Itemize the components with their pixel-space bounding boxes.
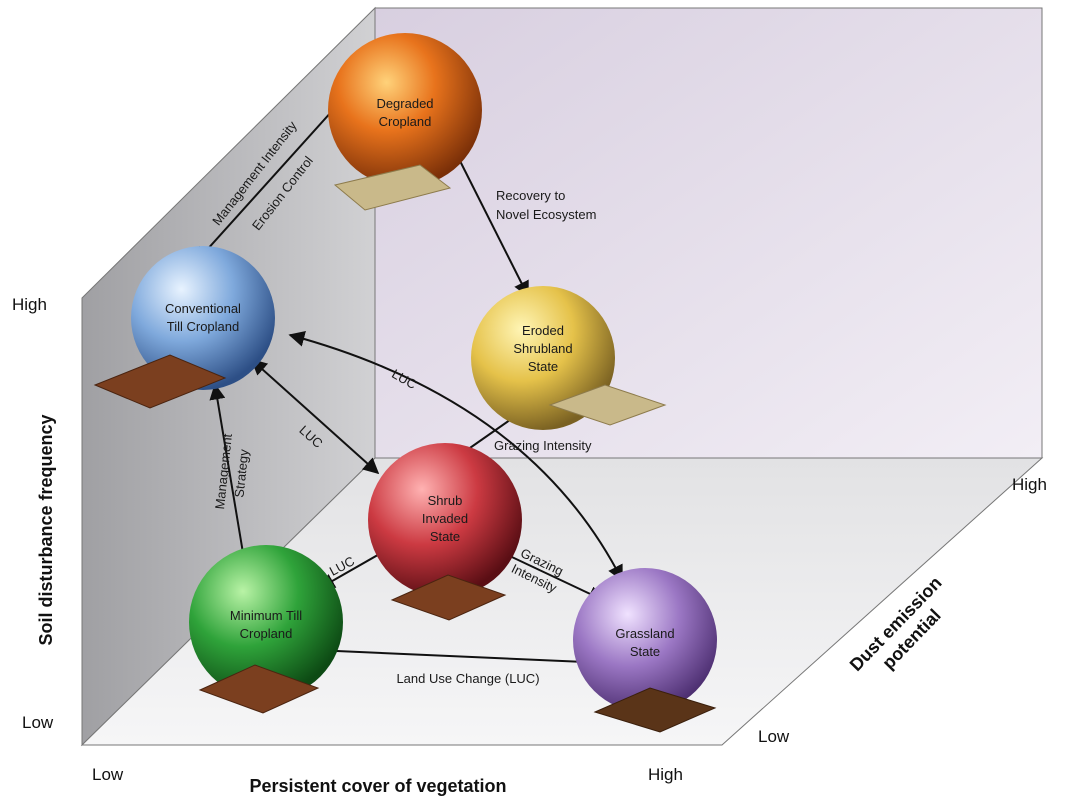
svg-text:Strategy: Strategy: [231, 448, 251, 498]
arrow-shrub-grassland: [495, 548, 605, 602]
x-axis-label: Persistent cover of vegetation: [249, 776, 506, 796]
shrubland-tile-icon: [548, 384, 667, 426]
svg-text:Shrubland: Shrubland: [513, 341, 572, 356]
shrub-tile-icon: [390, 574, 507, 621]
arrow-degraded-eroded: [455, 152, 529, 298]
svg-text:Invaded: Invaded: [422, 511, 468, 526]
svg-text:Eroded: Eroded: [522, 323, 564, 338]
back-wall: [374, 7, 1043, 459]
cropland-tile-icon: [333, 164, 452, 211]
x-axis-high-tick: High: [648, 765, 683, 784]
x-axis-low-tick: Low: [92, 765, 124, 784]
y-axis-high-tick: High: [12, 295, 47, 314]
state-conventional-till-cropland: Conventional Till Cropland: [93, 246, 275, 409]
label-land-use-change: Land Use Change (LUC): [396, 671, 539, 686]
cropland-tile-icon: [198, 664, 320, 714]
y-axis-low-tick: Low: [22, 713, 54, 732]
svg-text:Shrub: Shrub: [428, 493, 463, 508]
arrow-minimum-grassland: [312, 642, 610, 671]
svg-text:State: State: [630, 644, 660, 659]
svg-text:Cropland: Cropland: [240, 626, 293, 641]
state-grassland: Grassland State: [573, 568, 717, 733]
state-eroded-shrubland: Eroded Shrubland State: [471, 286, 667, 430]
svg-text:Cropland: Cropland: [379, 114, 432, 129]
arrow-conventional-minimum: [209, 383, 251, 567]
label-recovery-1: Recovery to: [496, 188, 565, 203]
z-axis-high-tick: High: [1012, 475, 1047, 494]
state-shrub-invaded: Shrub Invaded State: [368, 443, 522, 621]
state-minimum-till-cropland: Minimum Till Cropland: [189, 545, 343, 714]
state-degraded-cropland: Degraded Cropland: [328, 33, 482, 211]
svg-text:Minimum Till: Minimum Till: [230, 608, 302, 623]
svg-text:State: State: [430, 529, 460, 544]
svg-text:Till Cropland: Till Cropland: [167, 319, 240, 334]
cropland-tile-icon: [93, 354, 227, 409]
svg-text:State: State: [528, 359, 558, 374]
y-axis-label: Soil disturbance frequency: [36, 414, 56, 645]
z-axis-low-tick: Low: [758, 727, 790, 746]
svg-text:Conventional: Conventional: [165, 301, 241, 316]
svg-text:Grassland: Grassland: [615, 626, 674, 641]
svg-text:Degraded: Degraded: [376, 96, 433, 111]
label-recovery-2: Novel Ecosystem: [496, 207, 596, 222]
label-grazing-eroded: Grazing Intensity: [494, 438, 592, 453]
grassland-tile-icon: [593, 687, 717, 733]
